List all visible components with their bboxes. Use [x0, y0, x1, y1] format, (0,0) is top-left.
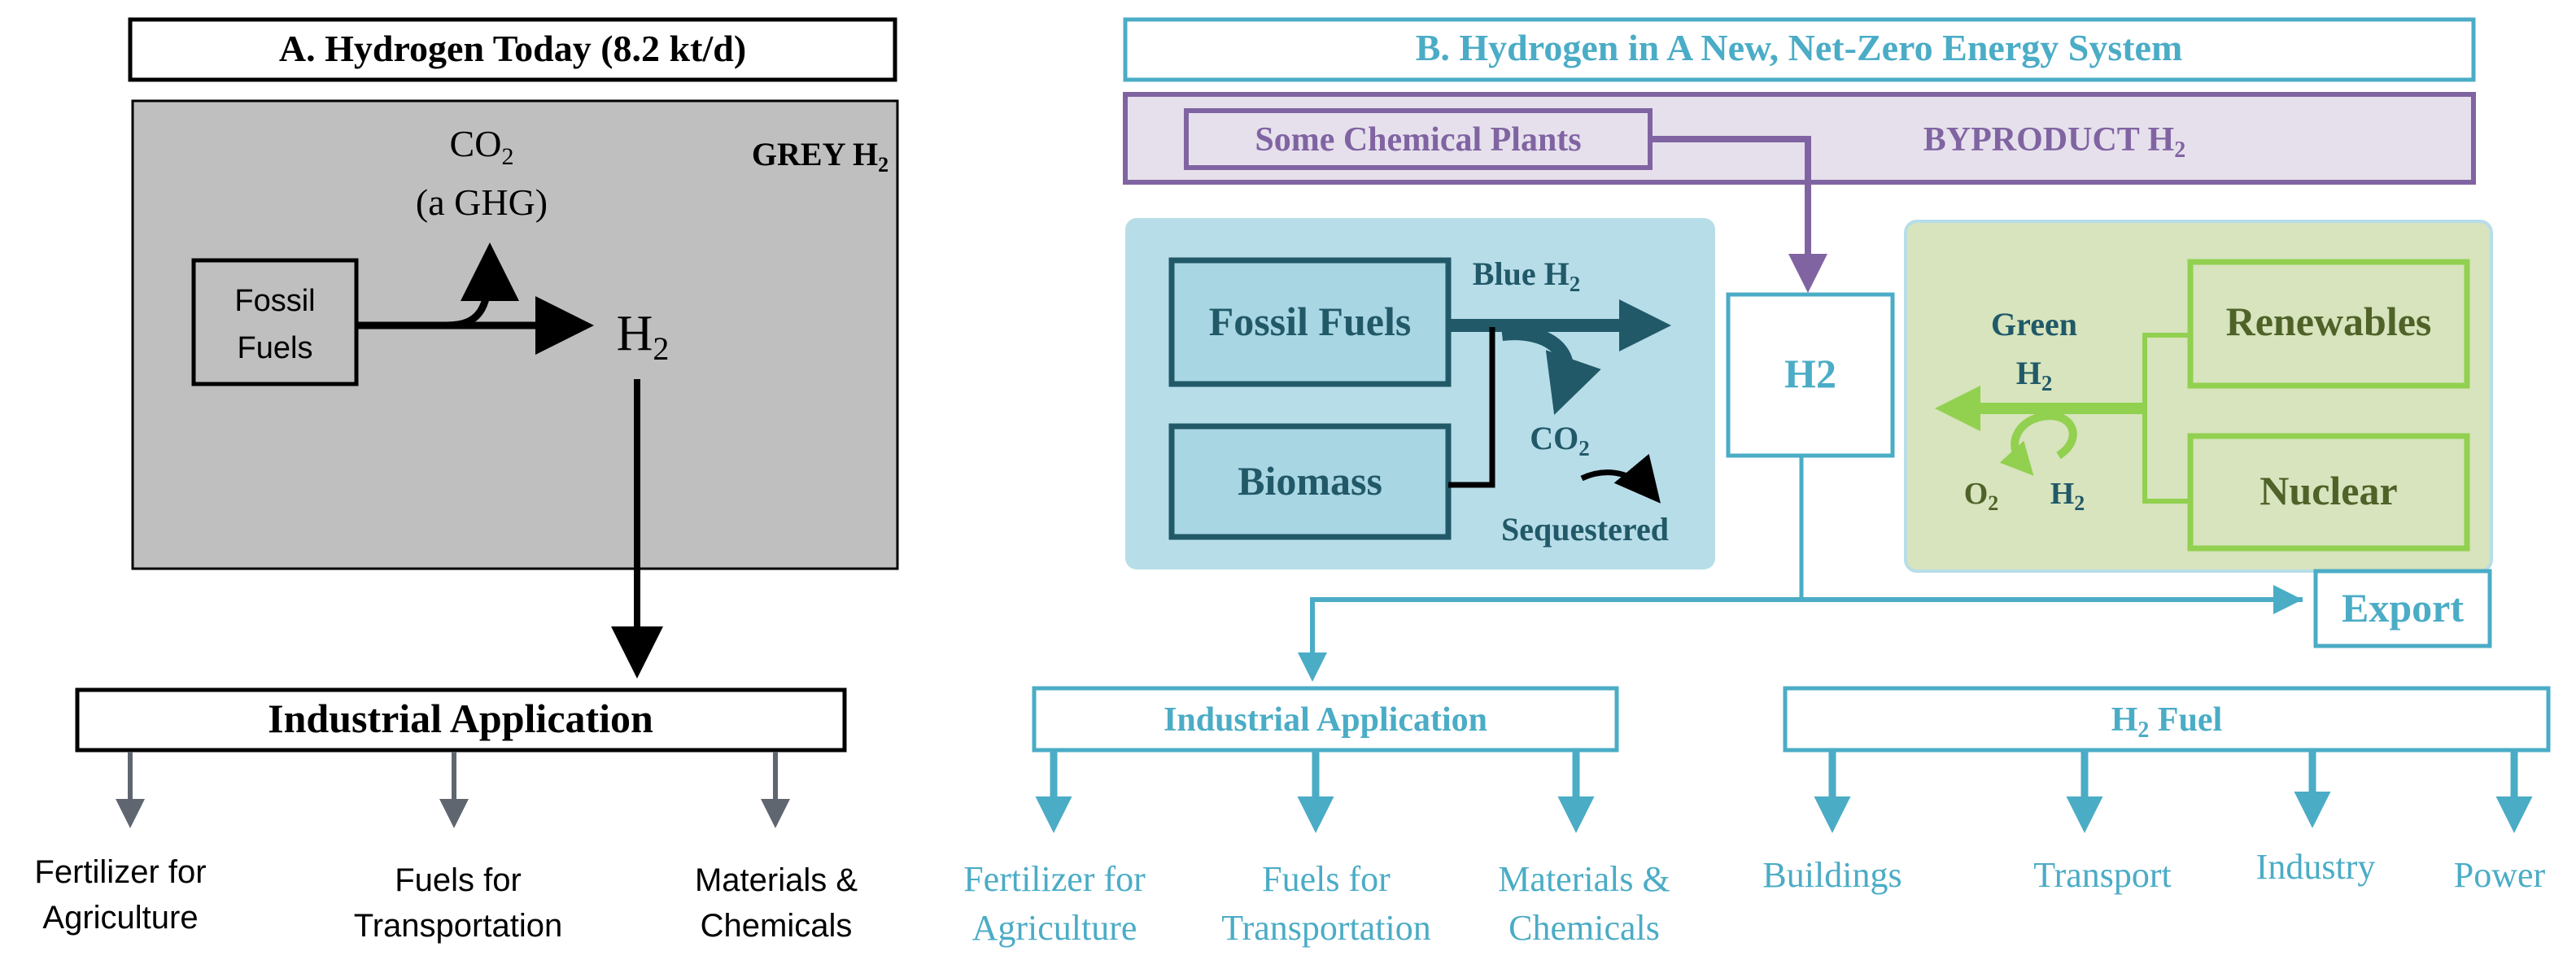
output-fertilizer-a-1: Fertilizer for — [34, 854, 206, 890]
fossil-fuels-label-2: Fuels — [238, 331, 313, 365]
panel-a-title: A. Hydrogen Today (8.2 kt/d) — [279, 28, 746, 69]
grey-h2-label: GREY H2 — [752, 136, 889, 177]
industrial-application-box-b — [1032, 686, 1619, 753]
output-power: Power — [2454, 855, 2546, 895]
panel-b-title: B. Hydrogen in A New, Net-Zero Energy Sy… — [1416, 27, 2183, 68]
output-fuels-a-1: Fuels for — [395, 862, 522, 898]
renewables-label: Renewables — [2226, 299, 2432, 344]
byproduct-h2-label: BYPRODUCT H2 — [1923, 121, 2185, 163]
electrolysis-loop-arrow — [1999, 412, 2077, 476]
h2-hub-box — [1726, 292, 1895, 458]
panel-a: A. Hydrogen Today (8.2 kt/d) GREY H2 CO2… — [34, 17, 899, 944]
output-materials-b-1: Materials & — [1498, 859, 1670, 899]
co2-label-b: CO2 — [1530, 420, 1590, 460]
biomass-label: Biomass — [1238, 458, 1382, 504]
renewables-nuclear-bracket — [2142, 333, 2190, 504]
o2-label: O2 — [1964, 477, 1999, 515]
green-h2-label: H2 — [2016, 355, 2053, 395]
co2-label: CO2 — [450, 123, 514, 170]
export-label: Export — [2342, 585, 2464, 631]
blue-h2-label: Blue H2 — [1473, 255, 1580, 296]
chemical-plants-label: Some Chemical Plants — [1255, 121, 1581, 159]
h2-fuel-label: H2 Fuel — [2111, 701, 2223, 743]
output-fertilizer-a-2: Agriculture — [42, 900, 198, 936]
output-materials-b-2: Chemicals — [1508, 908, 1660, 948]
panel-b: B. Hydrogen in A New, Net-Zero Energy Sy… — [963, 17, 2551, 948]
renewables-box — [2187, 259, 2470, 389]
co2-emission-arrow — [445, 242, 519, 329]
output-fertilizer-b-1: Fertilizer for — [963, 859, 1146, 899]
panel-a-title-box — [128, 17, 897, 82]
industrial-application-label-a: Industrial Application — [268, 696, 653, 741]
byproduct-to-hub-arrow — [1650, 136, 1827, 293]
output-transport: Transport — [2033, 855, 2172, 895]
sequestered-label: Sequestered — [1501, 511, 1669, 548]
output-fertilizer-b-2: Agriculture — [972, 908, 1137, 948]
h2-hub-label: H2 — [1784, 351, 1836, 396]
fossil-fuels-label-b: Fossil Fuels — [1209, 299, 1412, 344]
nuclear-label: Nuclear — [2259, 468, 2397, 513]
fossil-fuels-box-b — [1168, 257, 1452, 387]
output-industry: Industry — [2256, 847, 2376, 887]
nuclear-box — [2187, 433, 2470, 552]
biomass-connector — [1448, 327, 1495, 488]
h2-small-label: H2 — [2050, 477, 2085, 515]
output-fuels-b-1: Fuels for — [1262, 859, 1391, 899]
h2-label: H2 — [617, 306, 670, 367]
biomass-box — [1168, 423, 1452, 540]
sequestered-arrow — [1580, 453, 1661, 504]
h2-fuel-box — [1783, 686, 2551, 753]
fossil-fuels-label-1: Fossil — [234, 284, 315, 318]
hub-to-industrial-arrow — [1298, 597, 2303, 682]
industrial-application-box-a — [75, 687, 847, 753]
output-materials-a-2: Chemicals — [701, 908, 853, 944]
output-materials-a-1: Materials & — [695, 862, 858, 898]
output-fuels-b-2: Transportation — [1221, 908, 1431, 948]
co2-capture-arrow — [1501, 325, 1601, 416]
industrial-application-label-b: Industrial Application — [1164, 701, 1487, 739]
output-fuels-a-2: Transportation — [354, 908, 562, 944]
panel-b-title-box — [1123, 17, 2476, 82]
ghg-label: (a GHG) — [416, 181, 548, 223]
output-buildings: Buildings — [1762, 855, 1901, 895]
export-box — [2313, 569, 2492, 648]
fossil-fuels-box — [191, 258, 359, 386]
green-label: Green — [1991, 306, 2077, 343]
chemical-plants-box — [1184, 108, 1653, 170]
